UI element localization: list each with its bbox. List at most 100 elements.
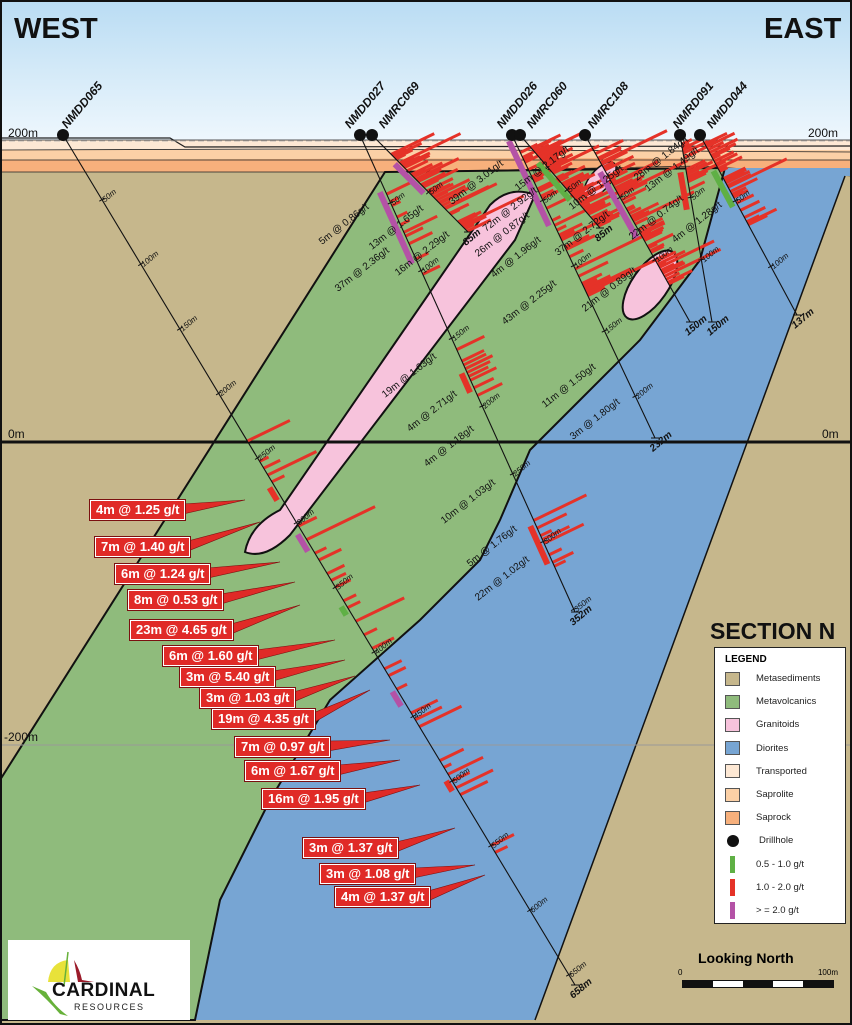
depth-tick <box>687 196 694 199</box>
assay-bar <box>563 172 590 188</box>
assay-bar <box>494 845 509 854</box>
east-label: EAST <box>764 13 842 45</box>
assay-bar <box>717 155 743 170</box>
assay-bar <box>539 529 553 538</box>
assay-bar <box>704 139 717 147</box>
assay-bar <box>667 269 693 284</box>
assay-bar <box>655 250 677 263</box>
assay-bar <box>449 208 461 216</box>
depth-tick <box>565 972 572 977</box>
assay-bar <box>630 210 646 220</box>
assay-bar <box>547 156 568 169</box>
legend-label: > = 2.0 g/t <box>756 904 799 916</box>
assay-bar <box>417 170 440 183</box>
assay-bar <box>466 218 492 233</box>
assay-bar <box>541 189 559 200</box>
assay-bar <box>602 160 615 169</box>
grade-interval <box>597 170 640 240</box>
drillhole-collar-icon[interactable] <box>694 129 706 141</box>
assay-bar <box>568 248 585 259</box>
assay-bar <box>662 261 686 275</box>
assay-bar <box>306 505 376 541</box>
assay-bar <box>650 244 665 254</box>
highlight-intercept-box: 19m @ 4.35 g/t <box>211 708 316 730</box>
assay-bar <box>439 747 465 762</box>
depth-tick <box>617 195 623 200</box>
drillhole-collar-icon[interactable] <box>57 129 69 141</box>
assay-bar <box>399 155 415 166</box>
assay-bar <box>456 334 486 352</box>
assay-bar <box>476 382 503 397</box>
highlight-intercept-box: 7m @ 1.40 g/t <box>93 536 192 558</box>
logo-sub: RESOURCES <box>74 1002 145 1012</box>
drillhole-collar-icon[interactable] <box>354 129 366 141</box>
company-logo: CARDINAL RESOURCES <box>8 940 190 1020</box>
assay-bar <box>585 258 657 295</box>
assay-bar <box>540 188 555 198</box>
depth-tick <box>137 262 144 267</box>
assay-bar <box>326 563 346 575</box>
assay-bar <box>399 218 411 227</box>
depth-tick <box>387 201 394 205</box>
assay-bar <box>387 665 407 677</box>
assay-bar <box>667 275 685 286</box>
assay-bar <box>435 184 466 202</box>
scale-bar-graphic <box>682 980 834 988</box>
assay-bar <box>551 551 574 564</box>
assay-bar <box>723 168 747 182</box>
assay-bar <box>686 160 714 176</box>
highlight-intercept-box: 6m @ 1.24 g/t <box>113 563 212 585</box>
assay-bar <box>705 131 736 149</box>
assay-bar <box>685 159 706 172</box>
assay-bar <box>637 216 664 232</box>
assay-bar <box>571 185 592 197</box>
elevation-label: 200m <box>8 126 38 140</box>
depth-tick <box>767 264 774 269</box>
drillhole-collar-icon[interactable] <box>366 129 378 141</box>
assay-bar <box>386 180 414 196</box>
drillhole-trace <box>519 134 601 229</box>
legend-label: Granitoids <box>756 719 800 731</box>
assay-bar <box>551 215 562 222</box>
depth-tick <box>293 520 300 525</box>
assay-bar <box>595 211 621 226</box>
assay-bar <box>618 180 648 197</box>
drillhole-collar-icon[interactable] <box>579 129 591 141</box>
drillhole-trace <box>699 134 798 316</box>
drillhole-dot-icon <box>727 834 739 847</box>
drillhole-collar-icon[interactable] <box>514 129 526 141</box>
depth-tick <box>449 778 455 783</box>
depth-tick <box>176 326 183 331</box>
assay-bar <box>391 200 402 207</box>
assay-bar <box>408 231 434 246</box>
legend-label: 0.5 - 1.0 g/t <box>756 858 805 870</box>
drillhole-collar-icon[interactable] <box>674 129 686 141</box>
assay-bar <box>641 230 652 238</box>
depth-tick <box>99 197 105 202</box>
assay-bar <box>557 164 586 181</box>
assay-bar <box>549 144 600 171</box>
highlight-intercept-box: 8m @ 0.53 g/t <box>126 589 225 611</box>
west-label: WEST <box>14 13 98 45</box>
sky <box>0 0 852 140</box>
assay-bar <box>631 210 650 221</box>
layer-boundaries <box>0 139 852 177</box>
assay-bar <box>438 192 461 205</box>
legend-item: 0.5 - 1.0 g/t <box>715 853 845 876</box>
depth-tick <box>215 391 222 396</box>
assay-bar <box>464 223 475 231</box>
assay-bar <box>383 659 403 671</box>
highlight-intercept-box: 16m @ 1.95 g/t <box>261 788 366 810</box>
highlight-intercept-box: 4m @ 1.37 g/t <box>333 886 432 908</box>
assay-bar <box>572 190 586 199</box>
assay-bar <box>267 450 318 477</box>
assay-bar <box>626 205 636 212</box>
highlight-intercept-box: 3m @ 5.40 g/t <box>178 666 277 688</box>
assay-bar <box>583 274 612 290</box>
assay-bar <box>447 755 484 776</box>
assay-bar <box>553 559 567 568</box>
assay-bar <box>725 170 751 185</box>
assay-bar <box>658 239 715 269</box>
depth-tick <box>540 539 547 544</box>
